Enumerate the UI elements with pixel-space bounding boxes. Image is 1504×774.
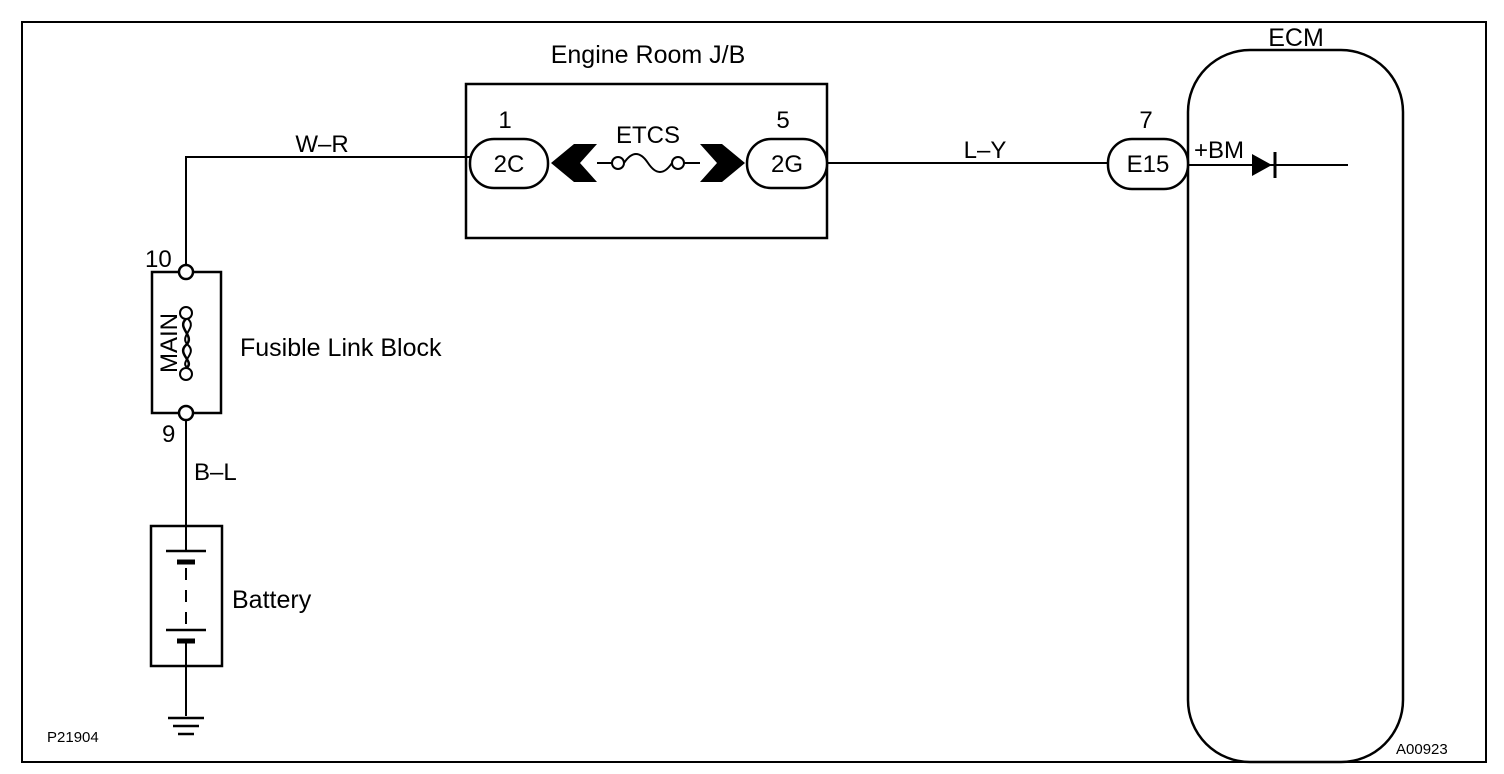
fusible-link-pin-top: 10 (145, 246, 172, 273)
connector-arrow-left-icon (551, 144, 597, 182)
wire-label-b-l: B–L (194, 459, 237, 486)
ecm-connector-label: E15 (1127, 151, 1170, 178)
battery-icon (166, 549, 206, 666)
etcs-fuse-icon (597, 153, 700, 173)
jb-connector-right (745, 137, 829, 190)
outer-frame (21, 21, 1487, 763)
jb-pin-right: 5 (776, 107, 789, 134)
jb-title: Engine Room J/B (551, 41, 746, 69)
wire-label-w-r: W–R (295, 131, 348, 158)
jb-pin-left: 1 (498, 107, 511, 134)
ecm-terminal-label: +BM (1194, 137, 1244, 164)
figure-code-left: P21904 (47, 729, 99, 746)
diode-icon (1252, 152, 1277, 178)
ecm-title: ECM (1268, 24, 1324, 52)
fusible-link-pin-bottom: 9 (162, 421, 175, 448)
main-fuse-icon (179, 306, 193, 381)
connector-arrow-right-icon (700, 144, 745, 182)
ecm-pin: 7 (1139, 107, 1152, 134)
ecm-box (1186, 48, 1405, 764)
terminal-9-icon (177, 404, 195, 422)
ground-symbol (168, 716, 204, 736)
wire-w-r (185, 156, 470, 264)
wire-label-l-y: L–Y (964, 137, 1007, 164)
main-fuse-label: MAIN (156, 313, 183, 373)
figure-code-right: A00923 (1396, 741, 1448, 758)
terminal-10-icon (177, 263, 195, 281)
jb-fuse-label: ETCS (616, 122, 680, 149)
jb-connector-left-label: 2C (494, 151, 525, 178)
fusible-link-block-label: Fusible Link Block (240, 334, 442, 362)
battery-label: Battery (232, 586, 312, 614)
jb-connector-right-label: 2G (771, 151, 803, 178)
jb-connector-left (468, 137, 550, 190)
